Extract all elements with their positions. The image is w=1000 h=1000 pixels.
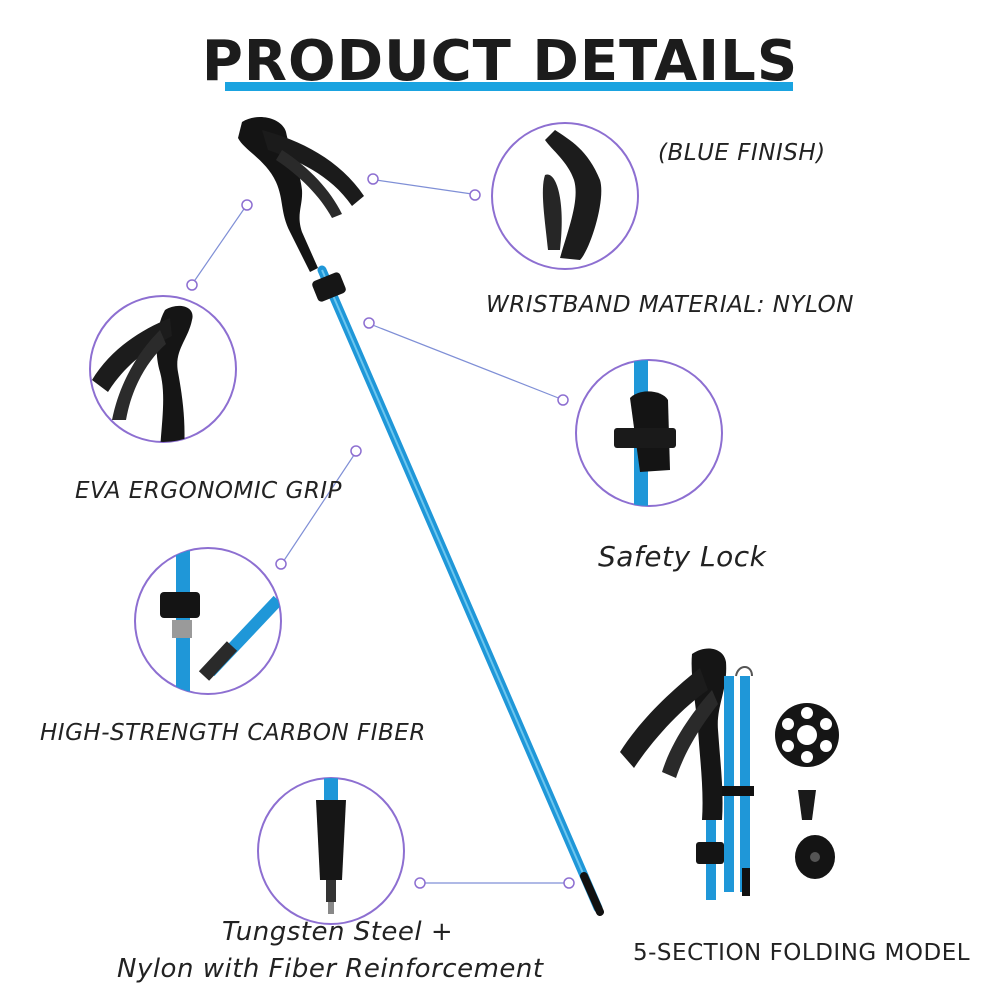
pole-grip bbox=[238, 117, 318, 272]
wristband-label: WRISTBAND MATERIAL: NYLON bbox=[486, 292, 854, 318]
connector-wristband bbox=[375, 179, 473, 195]
wristband-detail-ring bbox=[491, 122, 639, 270]
pole-lock bbox=[312, 272, 346, 302]
title-underline bbox=[225, 82, 793, 91]
connector-grip bbox=[192, 205, 247, 284]
pole-strap bbox=[262, 130, 364, 206]
connector-lines bbox=[192, 179, 568, 884]
pole-highlight bbox=[321, 269, 599, 909]
carbon-fiber-label: HIGH-STRENGTH CARBON FIBER bbox=[40, 720, 426, 746]
blue-finish-label: (BLUE FINISH) bbox=[658, 140, 826, 166]
folded-strap bbox=[620, 668, 708, 768]
carbon-detail-ring bbox=[134, 547, 282, 695]
wristband-detail-image bbox=[542, 130, 602, 260]
tip-detail-image bbox=[316, 778, 346, 914]
tip-label-line2: Nylon with Fiber Reinforcement bbox=[117, 954, 544, 984]
folding-model-label: 5-SECTION FOLDING MODEL bbox=[633, 940, 971, 966]
safety-lock-detail-image bbox=[614, 360, 676, 506]
safety-lock-label: Safety Lock bbox=[598, 540, 767, 573]
connector-dots bbox=[186, 173, 575, 889]
snow-basket bbox=[775, 703, 839, 767]
folded-model bbox=[620, 648, 754, 900]
connector-carbon bbox=[282, 451, 357, 563]
tip-label-line1: Tungsten Steel + bbox=[222, 917, 454, 947]
pole-tip bbox=[580, 872, 604, 916]
main-pole bbox=[238, 117, 604, 916]
rubber-tip bbox=[798, 790, 816, 820]
grip-label: EVA ERGONOMIC GRIP bbox=[75, 478, 342, 504]
connector-safety-lock bbox=[369, 323, 562, 400]
carbon-detail-image bbox=[160, 548, 281, 694]
grip-detail-image bbox=[92, 305, 193, 442]
pole-strap-inner bbox=[276, 150, 342, 218]
